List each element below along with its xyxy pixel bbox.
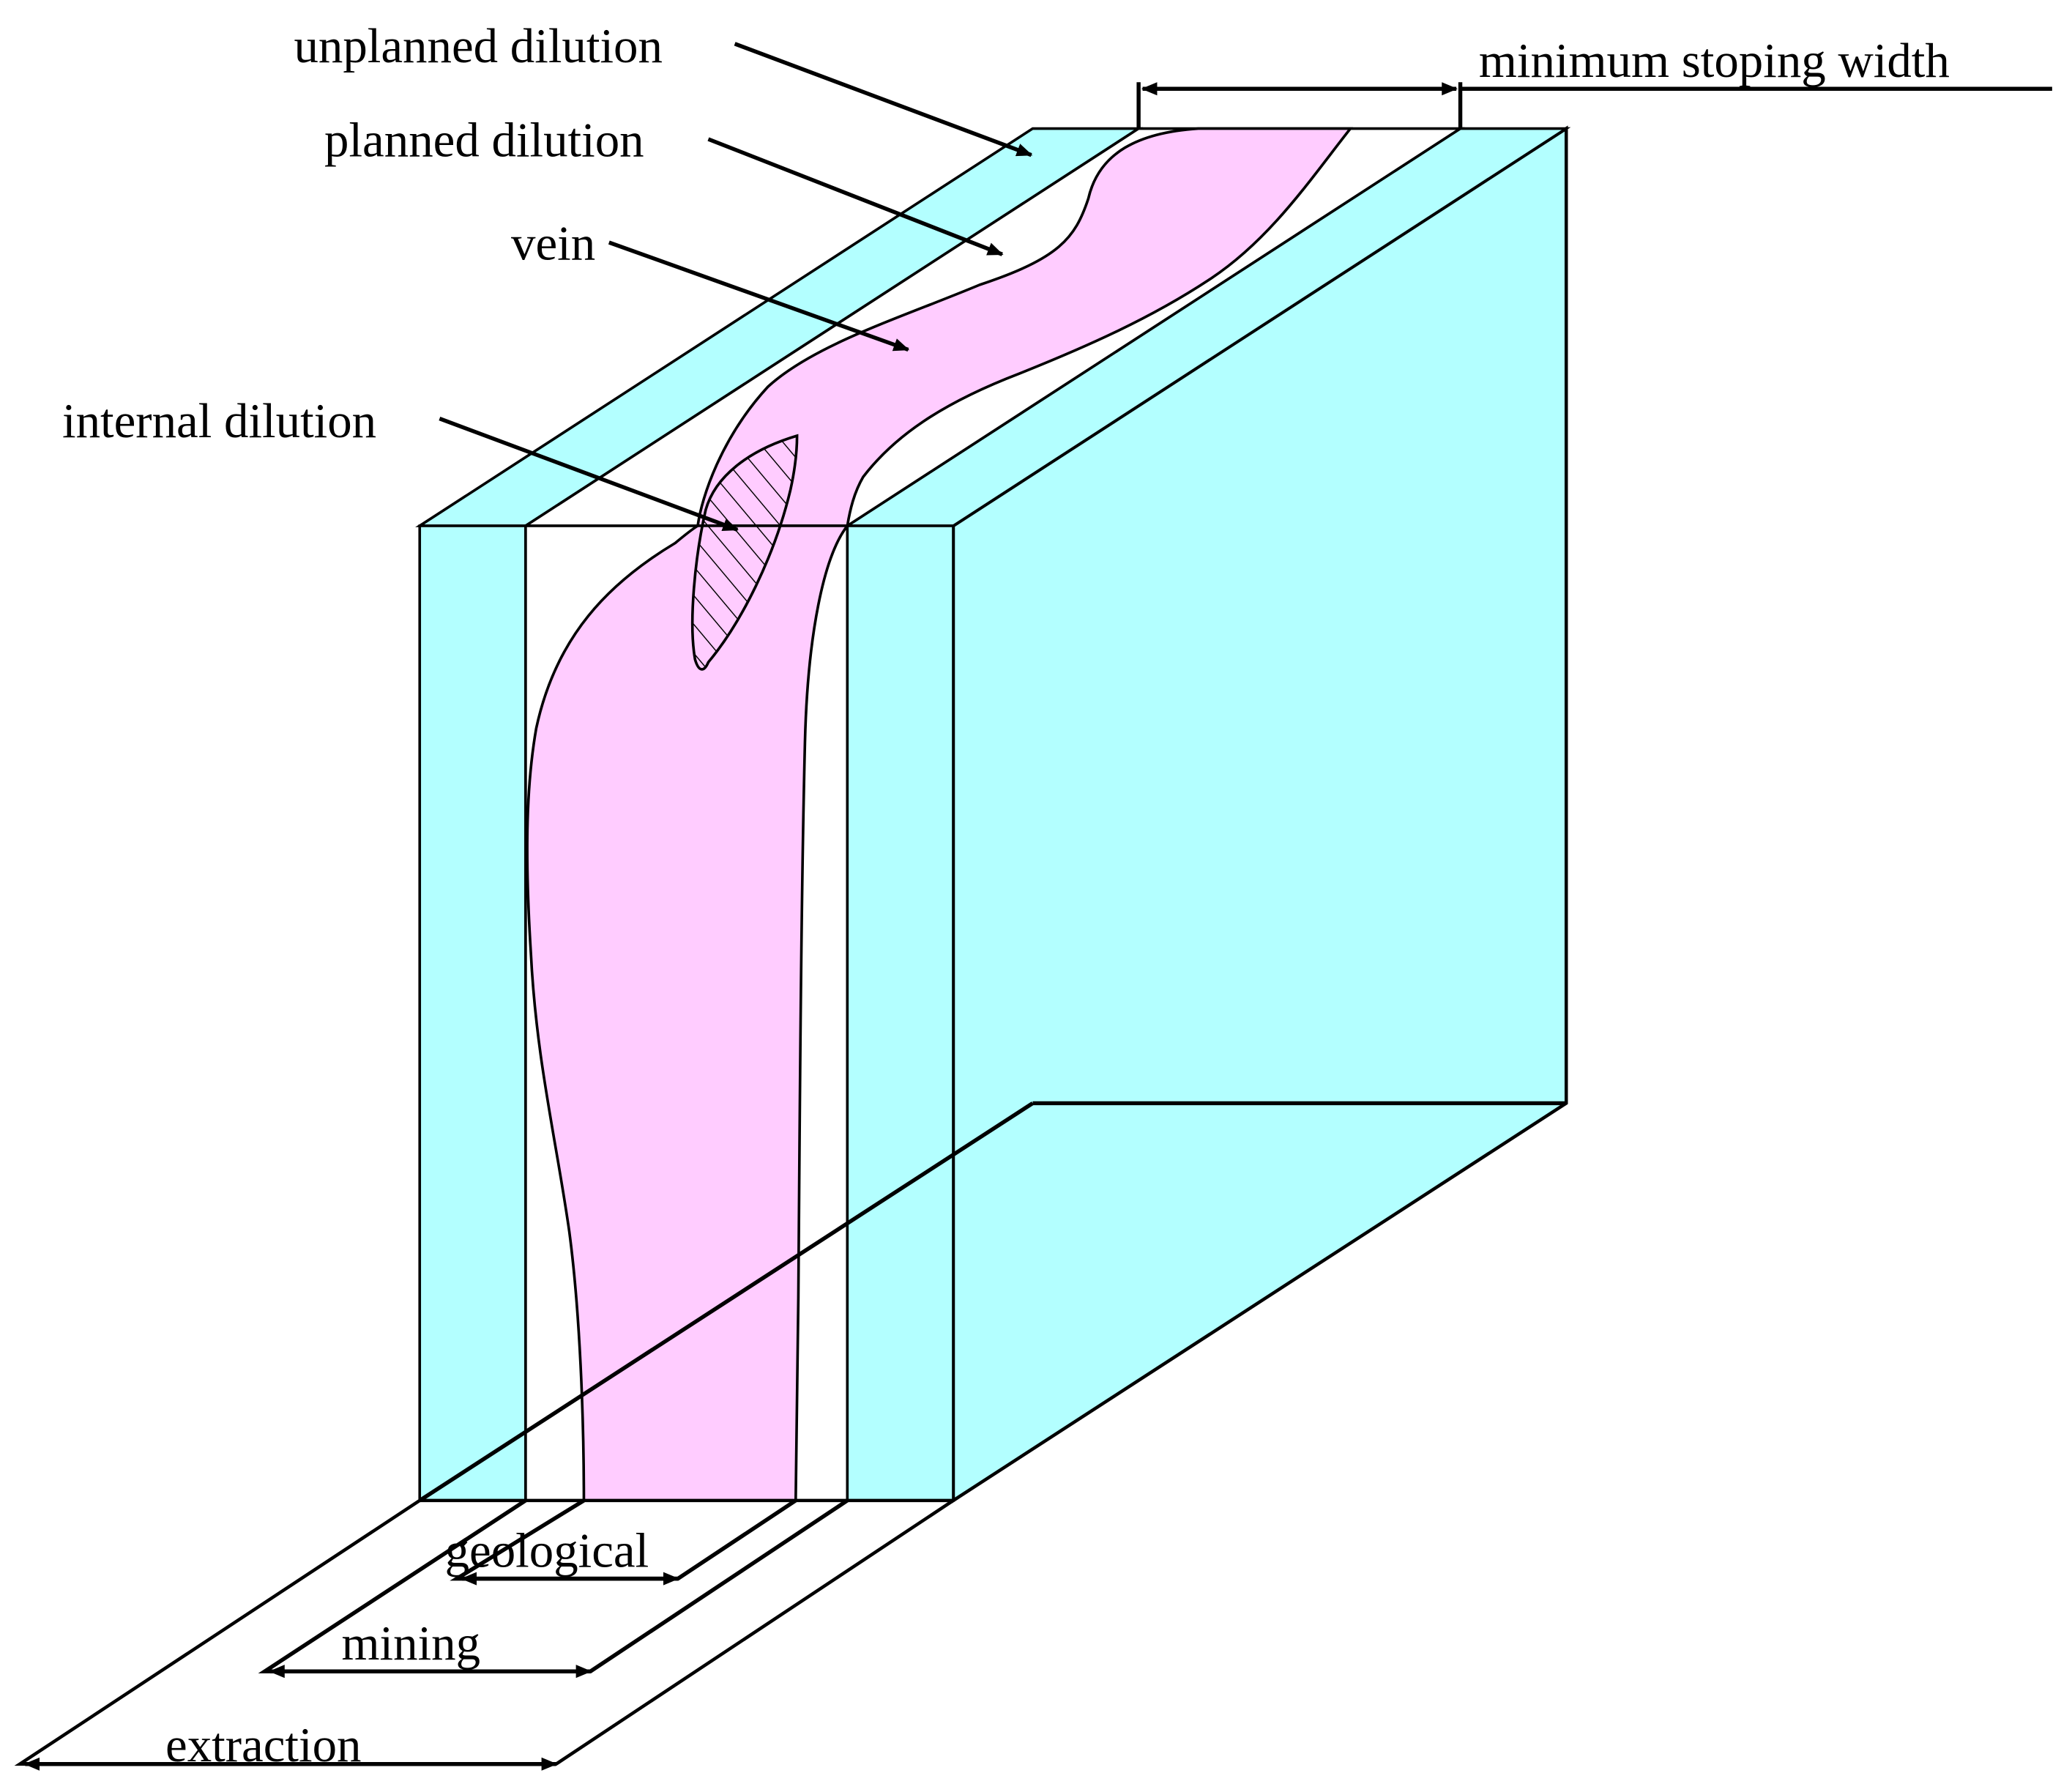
extraction-label: extraction: [165, 1718, 361, 1772]
geological-label: geological: [445, 1523, 649, 1577]
front-vein: [526, 524, 851, 1502]
internal-dilution-leader: [439, 416, 739, 532]
planned-dilution-label: planned dilution: [324, 113, 644, 167]
mining-label: mining: [342, 1616, 481, 1670]
vein-label: vein: [511, 217, 595, 271]
unplanned-dilution-leader: [734, 42, 1033, 157]
planned-dilution-leader: [707, 137, 1004, 256]
internal-dilution-label: internal dilution: [62, 394, 376, 448]
front-footwall: [846, 524, 955, 1502]
unplanned-dilution-label: unplanned dilution: [294, 19, 662, 73]
back-diagonal-edge: [418, 1101, 1034, 1503]
vein-leader: [608, 240, 910, 352]
minimum-stoping-width-label: minimum stoping width: [1479, 34, 1950, 88]
front-hanging-wall: [418, 524, 527, 1502]
internal-dilution-lens: [690, 434, 799, 671]
